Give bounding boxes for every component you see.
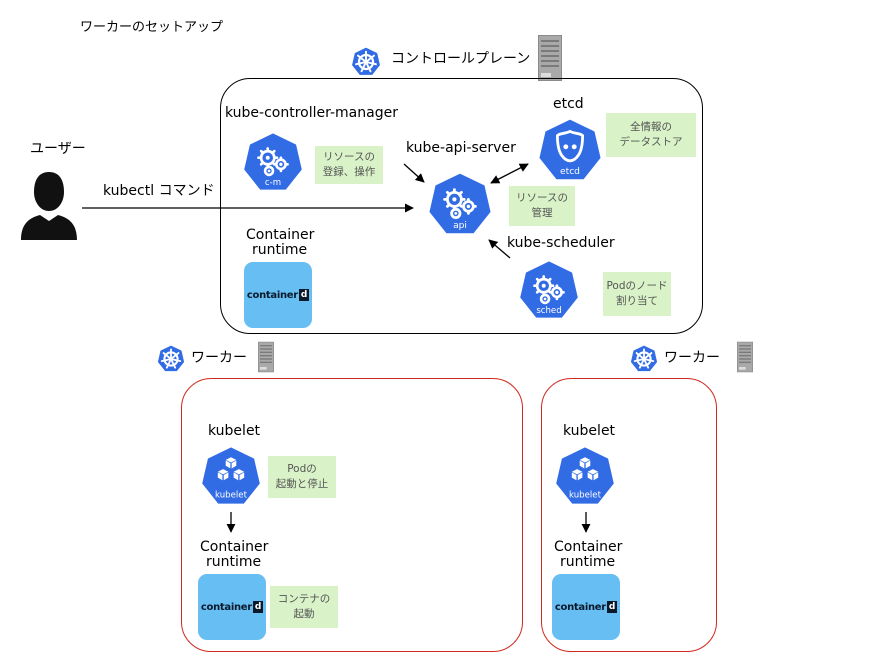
page-title: ワーカーのセットアップ xyxy=(80,20,224,35)
worker2-kubelet-label: kubelet xyxy=(563,423,616,439)
control-plane-box xyxy=(220,78,703,334)
worker2-runtime-label-line2: runtime xyxy=(560,554,616,570)
controller-manager-badge: c-m xyxy=(265,178,281,188)
scheduler-badge: sched xyxy=(536,306,561,316)
worker1-runtime-label-line1: Container xyxy=(200,539,269,555)
controller-manager-icon: c-m xyxy=(240,130,306,196)
user-label: ユーザー xyxy=(30,141,86,157)
worker1-runtime-label-line2: runtime xyxy=(206,554,262,570)
api-server-icon: api xyxy=(425,170,495,240)
worker2-box xyxy=(541,378,717,652)
etcd-badge: etcd xyxy=(560,167,580,177)
worker2-runtime-label-line1: Container xyxy=(554,539,623,555)
worker2-label: ワーカー xyxy=(664,350,720,366)
controller-to-api-arrow xyxy=(403,163,425,183)
worker1-kubelet-label: kubelet xyxy=(208,423,261,439)
kubectl-command-label: kubectl コマンド xyxy=(103,183,215,199)
api-etcd-arrow xyxy=(490,163,529,184)
worker2-kubelet-icon: kubelet xyxy=(552,444,618,510)
api-server-badge: api xyxy=(453,221,467,231)
user-silhouette-icon xyxy=(21,172,77,240)
worker1-kubelet-icon: kubelet xyxy=(198,444,264,510)
api-server-note: リソースの 管理 xyxy=(509,186,575,226)
etcd-note: 全情報の データストア xyxy=(606,113,696,157)
etcd-label: etcd xyxy=(553,96,584,112)
scheduler-to-api-arrow xyxy=(488,239,511,259)
scheduler-icon: sched xyxy=(516,258,582,324)
api-server-label: kube-api-server xyxy=(406,140,516,156)
worker1-label: ワーカー xyxy=(191,350,247,366)
worker1-kubelet-badge: kubelet xyxy=(215,490,248,500)
scheduler-note: Podのノード 割り当て xyxy=(603,272,671,316)
cp-runtime-label-line1: Container xyxy=(246,227,315,243)
controller-manager-label: kube-controller-manager xyxy=(225,105,398,121)
cp-runtime-label-line2: runtime xyxy=(252,242,308,258)
worker1-box xyxy=(181,378,523,652)
controller-manager-note: リソースの 登録、操作 xyxy=(315,146,383,184)
scheduler-label: kube-scheduler xyxy=(507,235,615,251)
worker1-kubelet-note: Podの 起動と停止 xyxy=(268,456,336,498)
worker1-runtime-note: コンテナの 起動 xyxy=(270,586,338,628)
worker2-kubelet-badge: kubelet xyxy=(569,490,602,500)
control-plane-label: コントロールプレーン xyxy=(391,51,531,67)
etcd-icon: etcd xyxy=(535,116,605,186)
